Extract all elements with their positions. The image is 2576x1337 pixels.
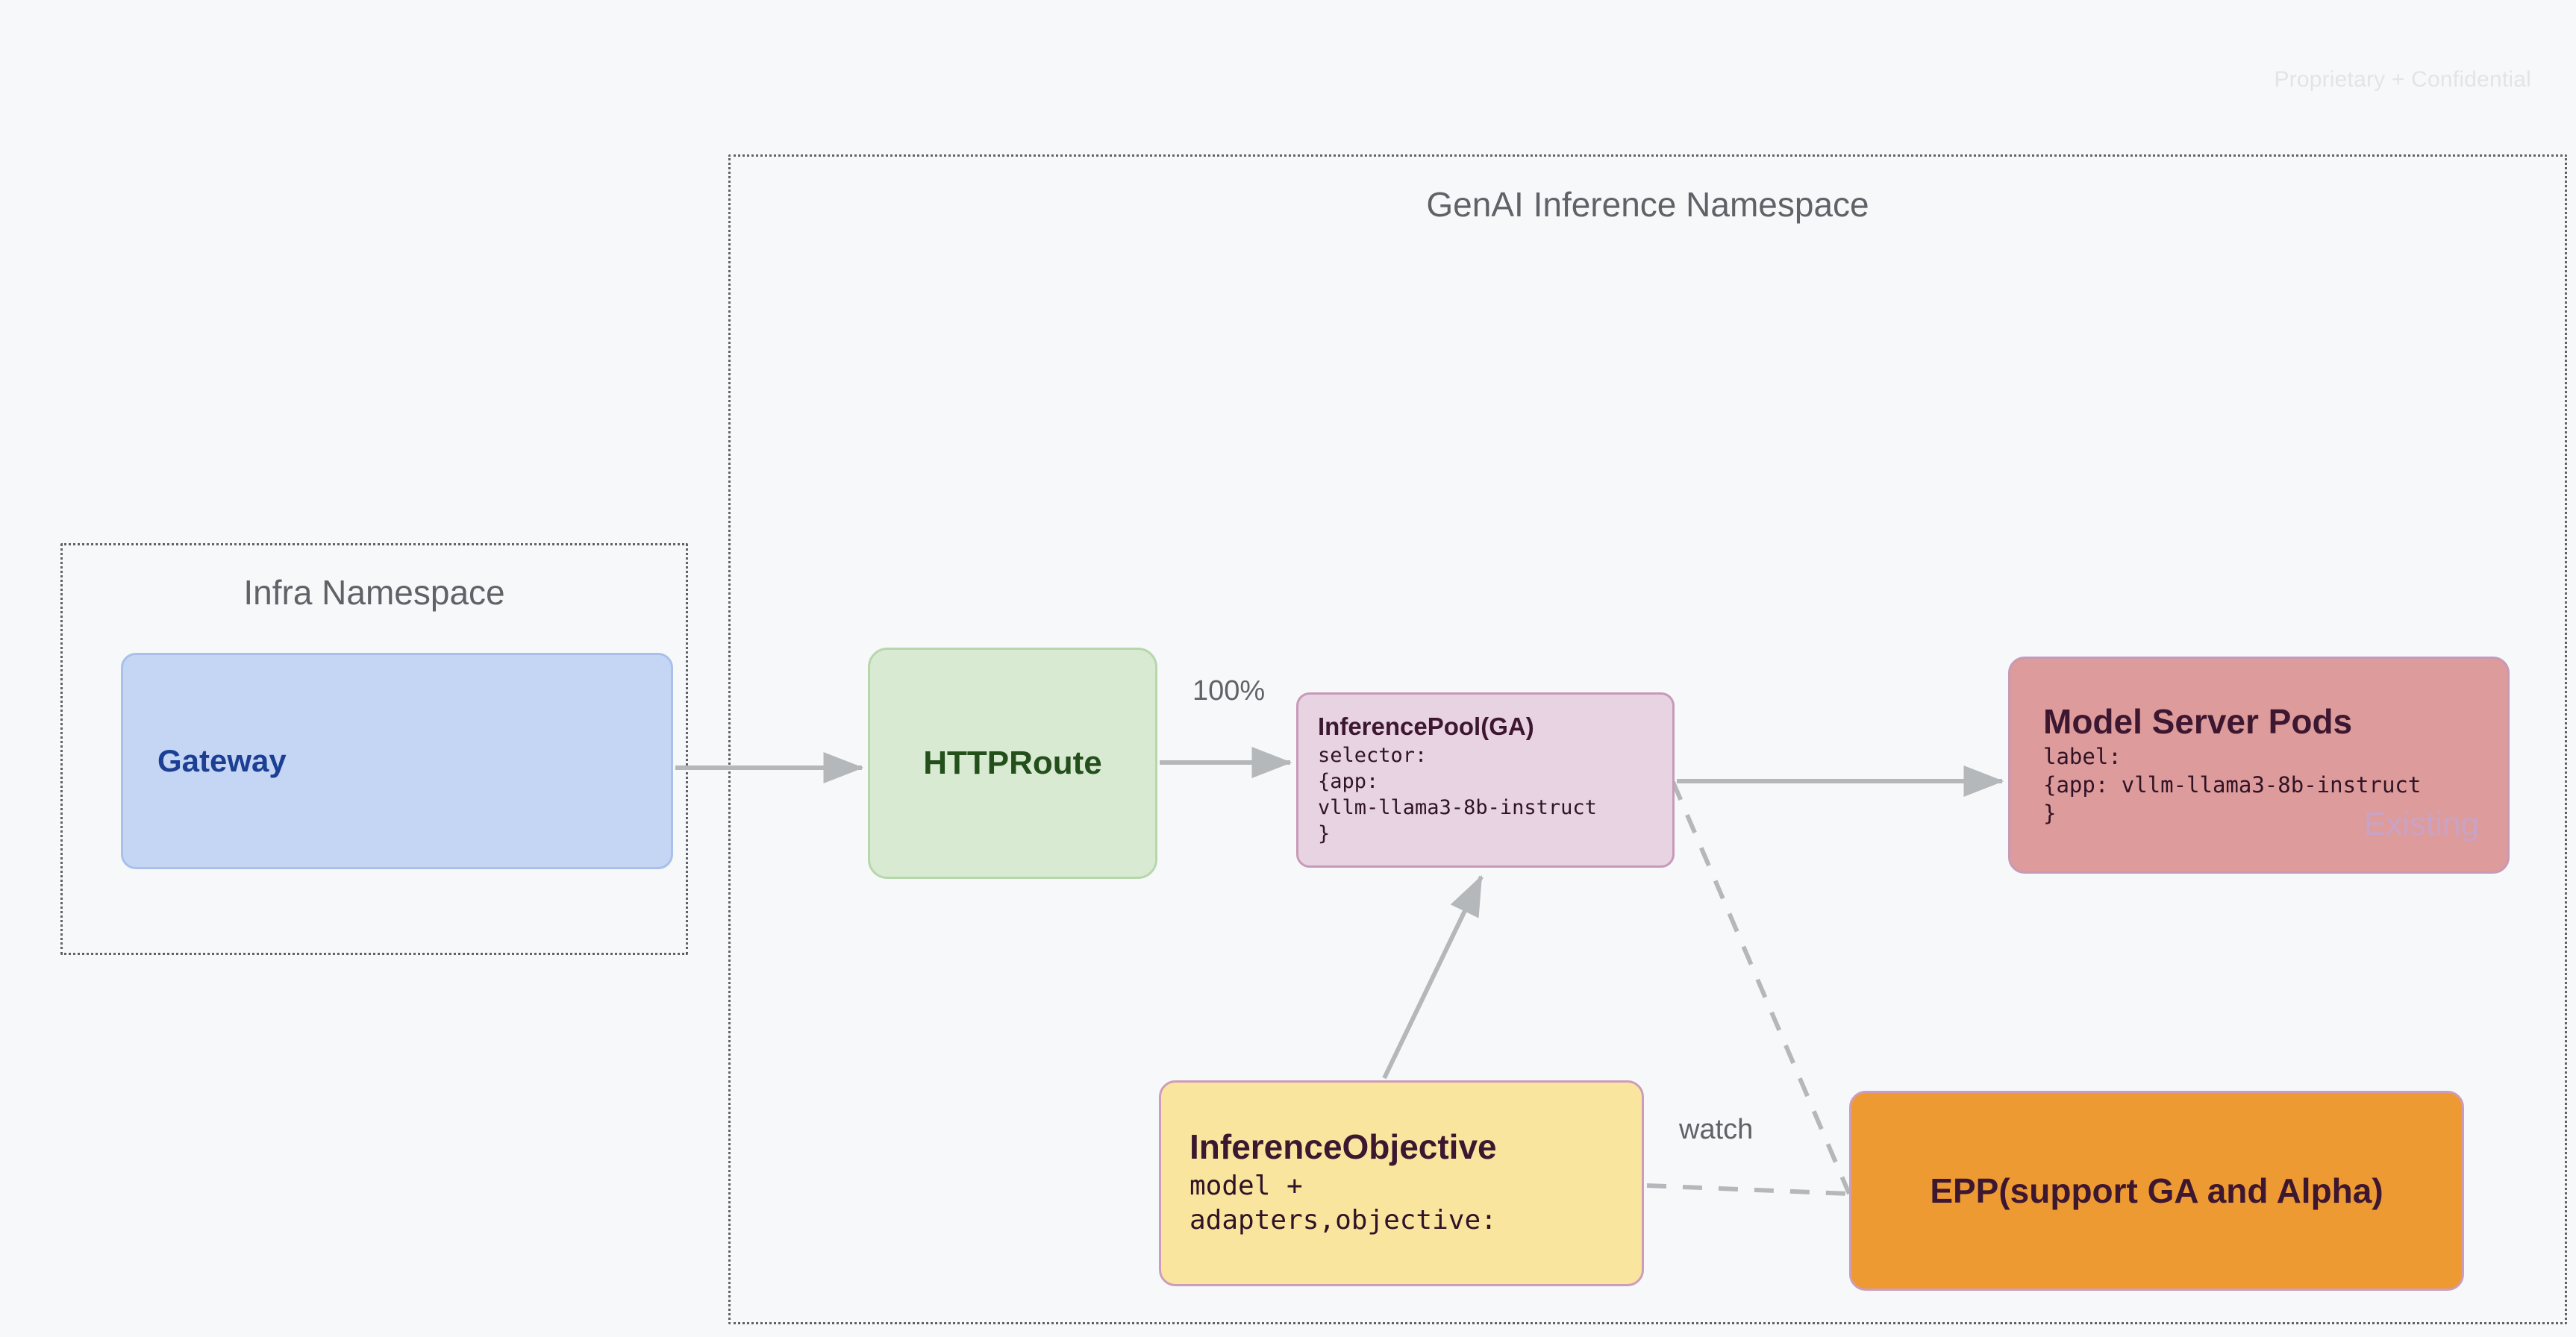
existing-badge: Existing [2363,806,2479,842]
node-inferenceobjective[interactable]: InferenceObjective model + adapters,obje… [1159,1080,1644,1286]
node-inferencepool-title: InferencePool(GA) [1318,712,1534,740]
genai-inference-namespace-container [728,154,2567,1324]
genai-inference-namespace-title: GenAI Inference Namespace [1426,185,1869,224]
infra-namespace-container [60,543,688,955]
node-model-server-pods-title: Model Server Pods [2043,701,2353,741]
confidential-watermark: Proprietary + Confidential [2274,67,2531,92]
node-inferenceobjective-title: InferenceObjective [1189,1127,1497,1166]
node-gateway-title: Gateway [157,742,287,778]
node-model-server-pods-body: label: {app: vllm-llama3-8b-instruct } [2043,744,2422,826]
node-inferencepool-body: selector: {app: vllm-llama3-8b-instruct … [1318,743,1597,846]
node-inferenceobjective-body: model + adapters,objective: [1189,1170,1497,1236]
node-httproute[interactable]: HTTPRoute [868,648,1157,879]
edge-label-watch: watch [1679,1114,1754,1145]
node-epp-title: EPP(support GA and Alpha) [1930,1171,2383,1210]
node-model-server-pods[interactable]: Model Server Pods label: {app: vllm-llam… [2008,657,2510,874]
node-inferencepool[interactable]: InferencePool(GA) selector: {app: vllm-l… [1296,692,1675,868]
edge-label-traffic-percent: 100% [1192,675,1266,707]
node-gateway[interactable]: Gateway [121,653,673,869]
infra-namespace-title: Infra Namespace [243,573,505,612]
node-epp[interactable]: EPP(support GA and Alpha) [1849,1091,2464,1291]
node-httproute-title: HTTPRoute [923,744,1102,781]
